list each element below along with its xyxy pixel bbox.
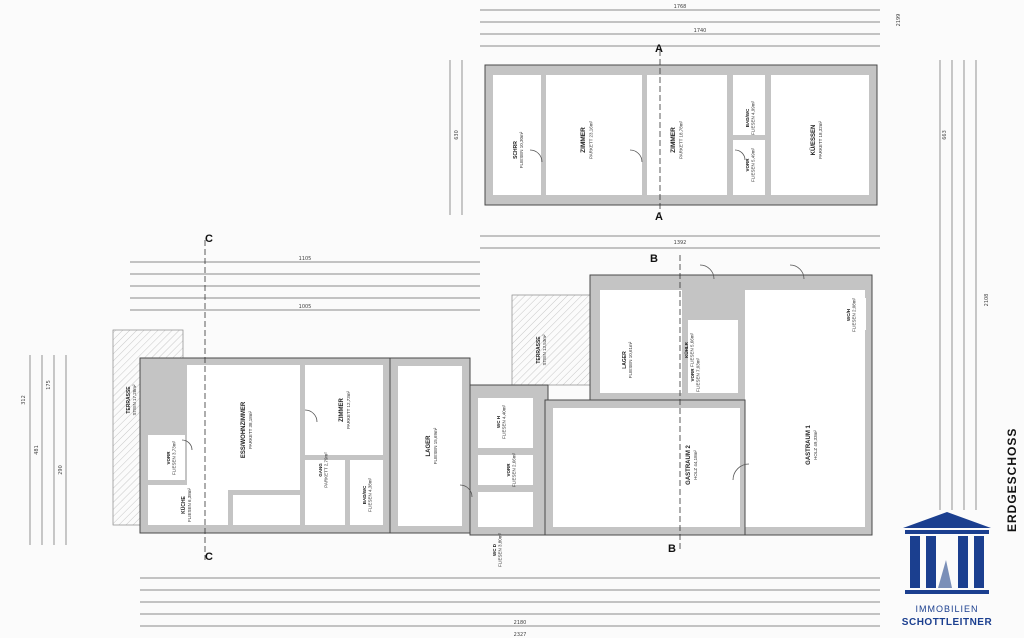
dimension-label: 2180 — [514, 620, 527, 626]
room-label: ZIMMER — [670, 127, 677, 153]
room-area-label: PARKETT 18,32m² — [818, 120, 823, 159]
room-label: VORR — [166, 451, 171, 465]
room-area-label: STEIN 17,28m² — [132, 384, 137, 416]
room-area-label: FLIESEN 5,49m² — [751, 147, 756, 182]
logo-column-3 — [958, 536, 968, 588]
room-label: BAD/WC — [745, 108, 750, 127]
room-label: ESS/WOHNZIMMER — [241, 401, 247, 458]
room-label: VORR — [506, 463, 511, 477]
brand-line-2: SCHOTTLEITNER — [902, 617, 993, 628]
section-marks: A A B B C C — [205, 43, 676, 563]
dimension-label: 1740 — [694, 28, 707, 34]
dimension-label: 1005 — [299, 304, 312, 310]
bottom-dimension-lines — [140, 577, 880, 627]
room-label: TERRASSE — [536, 336, 542, 364]
dimension-label: 312 — [21, 395, 27, 405]
room-label: WC D — [492, 543, 497, 556]
dimension-label: 1105 — [299, 256, 312, 262]
room-area-label: FLIESEN 2,66m² — [512, 452, 517, 487]
room-label: KÜCHE — [180, 495, 187, 513]
upper-building — [484, 64, 878, 206]
restaurant-block — [469, 274, 873, 536]
room-area-label: FLIESEN 4,99m² — [751, 100, 756, 135]
room-area-label: HOLZ 44,18m² — [693, 450, 698, 480]
section-marker: A — [655, 211, 663, 223]
room-label: VORR — [745, 158, 750, 172]
room-area-label: PARKETT 12,73m² — [346, 390, 351, 429]
brand-logo: IMMOBILIEN SCHOTTLEITNER — [902, 512, 993, 628]
logo-column-4 — [974, 536, 984, 588]
storage-block — [389, 357, 471, 534]
room-label: BAD/WC — [362, 485, 367, 504]
room-label: KÜHLR — [683, 341, 689, 357]
logo-roof-icon — [903, 512, 991, 528]
section-marker: B — [650, 253, 658, 265]
dimension-label: 2327 — [514, 632, 527, 638]
top-dimension-lines — [130, 9, 880, 311]
room-label: KÜ/ESSEN — [810, 125, 817, 156]
room-area-label: HOLZ 49,33m² — [813, 430, 818, 460]
side-dimension-lines — [29, 60, 977, 545]
room-area-label: PARKETT 2,79m² — [324, 452, 329, 488]
dimension-label: 2199 — [896, 14, 902, 27]
room-area-label: FLIESEN 4,40m² — [502, 404, 507, 439]
room-area-label: FLIESEN 6,38m² — [187, 487, 192, 522]
section-lines — [204, 50, 681, 560]
dimension-label: 2108 — [984, 294, 990, 307]
section-marker: C — [205, 233, 213, 245]
room-area-label: STEIN 13,53m² — [542, 334, 547, 366]
room-label: GANG — [318, 463, 323, 477]
logo-beam — [905, 530, 989, 534]
room-label: ZIMMER — [580, 127, 587, 153]
room-area-label: FLIESEN 4,38m² — [368, 477, 373, 512]
dimension-label: 290 — [58, 465, 64, 475]
room-label: TERRASSE — [126, 386, 132, 414]
room-area-label: FLIESEN 5,66m² — [690, 332, 695, 367]
dimension-label: 481 — [34, 445, 40, 455]
room-label: VORR — [690, 368, 695, 382]
section-marker: B — [668, 543, 676, 555]
room-area-label: FLIESEN 3,80m² — [498, 532, 503, 567]
brand-line-1: IMMOBILIEN — [915, 604, 978, 614]
section-marker: C — [205, 551, 213, 563]
dimension-label: 630 — [454, 130, 460, 140]
room-area-label: PARKETT 23,16m² — [589, 120, 594, 159]
dimension-label: 1768 — [674, 4, 687, 10]
left-apartment — [112, 329, 391, 534]
room-label: LAGER — [426, 435, 432, 457]
room-area-label: FLIESEN 3,73m² — [172, 440, 177, 475]
section-marker: A — [655, 43, 663, 55]
room-label: GASTRAUM 2 — [686, 445, 692, 485]
dimension-numbers: 1768 1392 2199 1105 1005 2180 2327 630 663 2108 31… — [21, 4, 990, 638]
room-area-label: FLIESEN 7,03m² — [696, 357, 701, 392]
room-area-label: FLIESEN 10,61m² — [628, 341, 633, 378]
logo-sail-icon — [938, 560, 952, 588]
logo-column-1 — [910, 536, 920, 588]
room-area-label: FLIESEN 2,08m² — [852, 297, 857, 332]
room-area-label: PARKETT 18,78m² — [679, 120, 684, 159]
room-label: WC/H — [846, 309, 851, 321]
logo-column-2 — [926, 536, 936, 588]
logo-base — [905, 590, 989, 594]
dimension-label: 663 — [942, 130, 948, 140]
room-area-label: PARKETT 38,18m² — [248, 410, 253, 449]
room-label: ZIMMER — [339, 398, 345, 422]
door-arcs — [181, 149, 805, 498]
room-area-label: FLIESEN 15,69m² — [433, 427, 438, 464]
room-label: GASTRAUM 1 — [806, 425, 812, 465]
dimension-label: 175 — [46, 380, 52, 390]
room-label: SCHRR — [513, 141, 519, 159]
room-label: WC H — [496, 416, 501, 428]
dimension-label: 1392 — [674, 240, 687, 246]
room-label: LAGER — [622, 351, 628, 369]
floor-title: ERDGESCHOSS — [1005, 428, 1019, 532]
room-area-label: FLIESEN 10,30m² — [519, 131, 524, 168]
